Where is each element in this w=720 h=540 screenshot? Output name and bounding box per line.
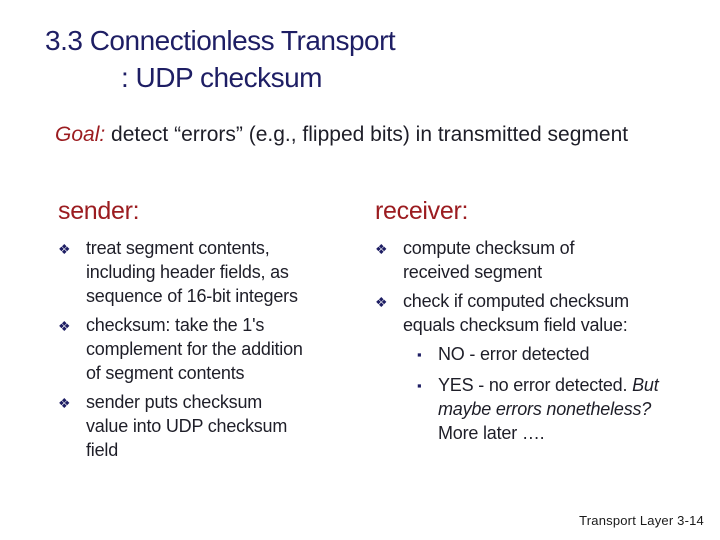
list-item: ❖ compute checksum of received segment	[375, 236, 695, 284]
list-item: ▪ YES - no error detected. But maybe err…	[417, 373, 695, 445]
sender-bullet-list: ❖ treat segment contents, including head…	[58, 236, 358, 462]
diamond-bullet-icon: ❖	[375, 241, 388, 257]
receiver-heading: receiver:	[375, 197, 469, 225]
sender-column: sender: ❖ treat segment contents, includ…	[58, 196, 358, 467]
slide-title-line1: 3.3 Connectionless Transport	[45, 25, 396, 56]
receiver-bullet-1: compute checksum of received segment	[403, 238, 575, 282]
goal-text: detect “errors” (e.g., flipped bits) in …	[105, 123, 629, 146]
receiver-bullet-2: check if computed checksum equals checks…	[403, 291, 629, 335]
list-item: ❖ sender puts checksum value into UDP ch…	[58, 390, 358, 462]
goal-paragraph: Goal: detect “errors” (e.g., flipped bit…	[55, 120, 717, 149]
list-item: ❖ treat segment contents, including head…	[58, 236, 358, 308]
sub-bullet-yes-plain: YES - no error detected.	[438, 375, 633, 395]
goal-label: Goal:	[55, 123, 106, 146]
sub-bullet-yes-tail: More later ….	[438, 423, 545, 443]
footer-page-label: Transport Layer 3-14	[579, 513, 704, 528]
list-item: ❖ checksum: take the 1's complement for …	[58, 313, 358, 385]
sender-bullet-2: checksum: take the 1's complement for th…	[86, 315, 303, 383]
receiver-column: receiver: ❖ compute checksum of received…	[375, 196, 695, 451]
receiver-sub-bullet-list: ▪ NO - error detected ▪ YES - no error d…	[417, 342, 695, 445]
sender-bullet-3: sender puts checksum value into UDP chec…	[86, 392, 288, 460]
diamond-bullet-icon: ❖	[58, 318, 71, 334]
square-bullet-icon: ▪	[417, 378, 422, 393]
slide-title: 3.3 Connectionless Transport : UDP check…	[45, 22, 396, 96]
list-item: ▪ NO - error detected	[417, 342, 695, 367]
list-item: ❖ check if computed checksum equals chec…	[375, 289, 695, 337]
diamond-bullet-icon: ❖	[58, 395, 71, 411]
square-bullet-icon: ▪	[417, 347, 422, 362]
receiver-bullet-list: ❖ compute checksum of received segment ❖…	[375, 236, 695, 337]
slide-title-line2: : UDP checksum	[121, 62, 323, 93]
sender-heading: sender:	[58, 197, 140, 225]
sender-bullet-1: treat segment contents, including header…	[86, 238, 298, 306]
diamond-bullet-icon: ❖	[58, 241, 71, 257]
diamond-bullet-icon: ❖	[375, 294, 388, 310]
receiver-sub-bullet-yes: YES - no error detected. But maybe error…	[438, 373, 670, 445]
sub-bullet-yes-italic: But maybe errors nonetheless?	[438, 375, 659, 419]
receiver-sub-bullet-no: NO - error detected	[438, 344, 590, 364]
